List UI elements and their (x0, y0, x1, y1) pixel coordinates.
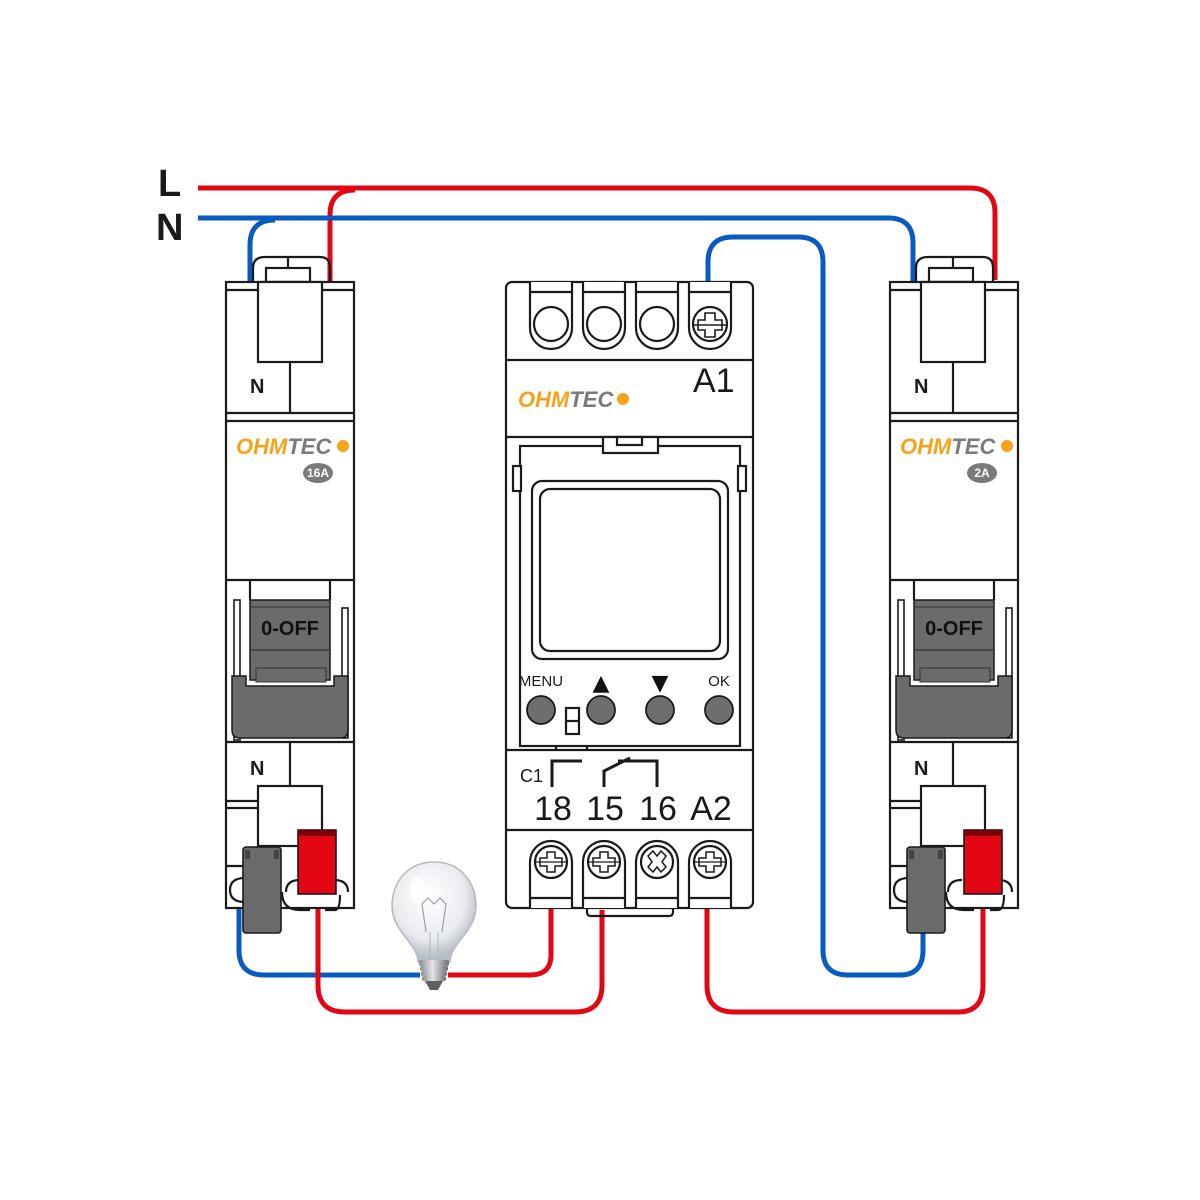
relay-contact-symbol (550, 756, 659, 787)
timer-top-terminal-2[interactable] (585, 305, 623, 343)
neutral-a1-wire (705, 234, 926, 978)
breaker-left-toggle[interactable]: 0-OFF (231, 599, 349, 739)
breaker-right-bottom-n: N (914, 758, 928, 780)
line-label: L (158, 163, 181, 205)
breaker-right-top-n: N (914, 376, 928, 398)
neutral-bulb-wire (236, 893, 420, 978)
breaker-left-rating-badge (303, 463, 333, 483)
breaker-right-rating-badge (967, 463, 997, 483)
timer-up-button[interactable] (586, 695, 616, 725)
timer-down-label: ▼ (652, 671, 669, 696)
line-bus-wire (198, 185, 998, 280)
timer-top-terminal-1[interactable] (532, 305, 570, 343)
terminal-16-screw[interactable] (639, 844, 675, 880)
timer-down-button[interactable] (645, 695, 675, 725)
terminal-15-screw[interactable] (586, 844, 622, 880)
breaker-left-brand: OHMTEC (236, 434, 332, 459)
timer-ok-button[interactable] (704, 695, 734, 725)
breaker-right-top-terminal[interactable] (919, 280, 987, 364)
breaker-left-top-n: N (250, 376, 264, 398)
light-bulb-icon (391, 861, 477, 990)
breaker-right-brand: OHMTEC (900, 434, 996, 459)
terminal-a2-screw[interactable] (692, 844, 728, 880)
neutral-bus-wire (198, 215, 916, 282)
terminal-18-label: 18 (534, 790, 572, 828)
breaker-to-15-wire (315, 898, 605, 1015)
breaker-left: N OHMTEC 16A 0-OFF N (224, 255, 356, 934)
timer-menu-button[interactable] (526, 695, 556, 725)
wires (198, 185, 998, 1015)
timer-a1-label: A1 (693, 362, 735, 400)
neutral-label: N (156, 207, 183, 249)
terminal-18-screw[interactable] (533, 844, 569, 880)
timer-top-terminals (528, 282, 733, 351)
breaker-left-neutral-clamp[interactable] (242, 846, 282, 934)
timer-a1-screw[interactable] (691, 305, 729, 343)
timer-ok-label: OK (708, 673, 730, 690)
a2-to-right-breaker-wire (704, 907, 986, 1015)
timer-contact-label: C1 (520, 766, 543, 786)
neutral-drop-left-breaker (247, 217, 276, 282)
timer-bottom-terminals (528, 839, 733, 918)
breaker-right-rating: 2A (974, 466, 990, 480)
breaker-left-top-terminal[interactable] (256, 280, 324, 364)
terminal-a2-label: A2 (690, 790, 732, 828)
timer-top-terminal-3[interactable] (638, 305, 676, 343)
timer-menu-label: MENU (519, 673, 563, 690)
line-drop-left-breaker (327, 187, 356, 282)
breaker-left-switch-label: 0-OFF (261, 618, 319, 640)
breaker-left-bottom-n: N (250, 758, 264, 780)
breaker-right-switch-label: 0-OFF (925, 618, 983, 640)
terminal-15-label: 15 (586, 790, 624, 828)
timer-up-label: ▲ (593, 671, 610, 696)
timer-display (538, 487, 722, 653)
breaker-right: N OHMTEC 2A 0-OFF N (888, 255, 1020, 934)
bulb-to-18-wire (448, 907, 554, 978)
breaker-right-neutral-clamp[interactable] (906, 846, 946, 934)
timer-brand: OHMTEC (518, 387, 614, 412)
breaker-right-toggle[interactable]: 0-OFF (895, 599, 1013, 739)
breaker-left-line-clamp[interactable] (297, 829, 337, 895)
breaker-left-rating: 16A (307, 466, 329, 480)
timer-switch: A1 OHMTEC MENU ▲ ▼ OK C1 18 (504, 280, 755, 918)
breaker-right-line-clamp[interactable] (963, 829, 1003, 895)
terminal-16-label: 16 (639, 790, 677, 828)
